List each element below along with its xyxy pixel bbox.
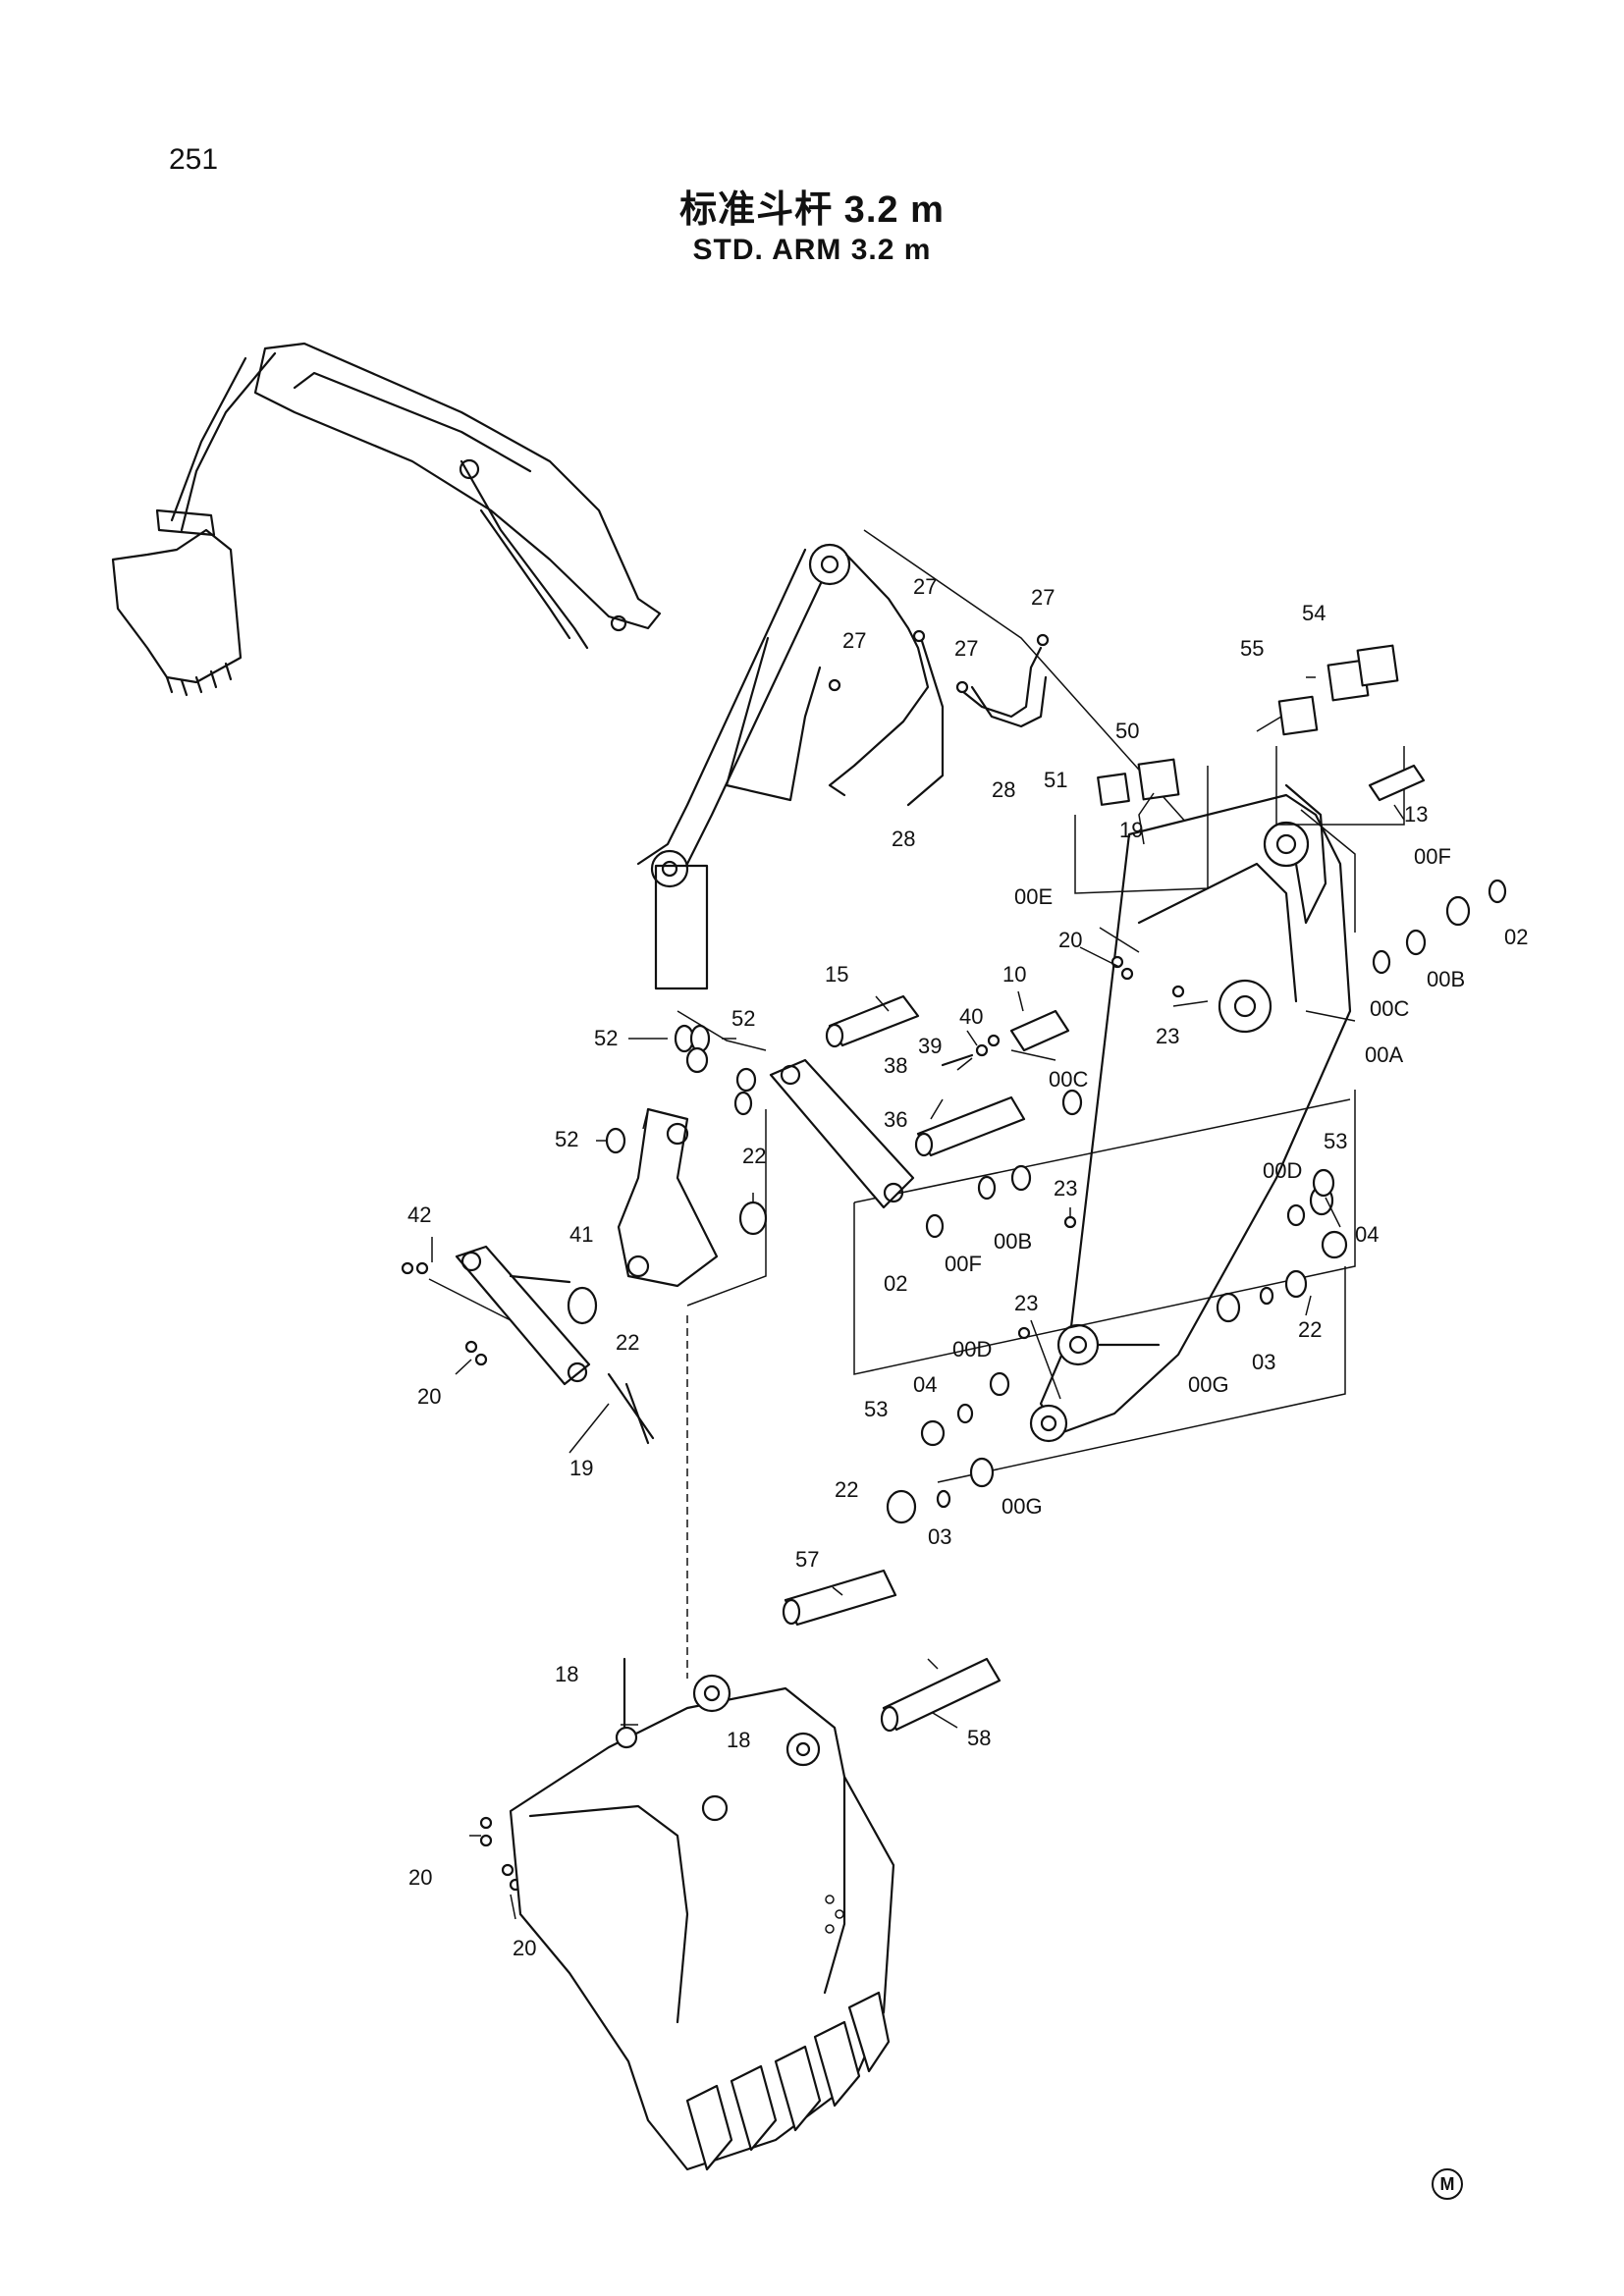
part-label-52: 52 (555, 1127, 578, 1151)
part-label-00D: 00D (952, 1337, 992, 1362)
part-label-51: 51 (1044, 768, 1067, 792)
part-label-28: 28 (992, 777, 1015, 802)
part-label-57: 57 (795, 1547, 819, 1572)
part-label-19: 19 (1119, 818, 1143, 842)
part-label-27: 27 (842, 628, 866, 653)
part-label-23: 23 (1054, 1176, 1077, 1201)
part-label-04: 04 (1355, 1222, 1379, 1247)
part-label-41: 41 (569, 1222, 593, 1247)
part-label-22: 22 (835, 1477, 858, 1502)
part-label-10: 10 (1002, 962, 1026, 987)
part-label-00E: 00E (1014, 884, 1053, 909)
part-label-40: 40 (959, 1004, 983, 1029)
part-label-00B: 00B (1427, 967, 1465, 991)
part-label-00G: 00G (1001, 1494, 1043, 1519)
part-label-20: 20 (1058, 928, 1082, 952)
part-label-00F: 00F (1414, 844, 1451, 869)
part-labels: 27 27 27 27 28 28 54 55 50 51 19 13 00F … (407, 574, 1528, 1960)
part-label-22: 22 (1298, 1317, 1322, 1342)
part-label-27: 27 (1031, 585, 1055, 610)
part-label-00C: 00C (1049, 1067, 1088, 1092)
part-label-18: 18 (555, 1662, 578, 1686)
part-label-52: 52 (594, 1026, 618, 1050)
part-label-13: 13 (1404, 802, 1428, 827)
part-label-36: 36 (884, 1107, 907, 1132)
part-label-20: 20 (408, 1865, 432, 1890)
shim-plates (1097, 644, 1399, 806)
part-label-52: 52 (731, 1006, 755, 1031)
part-label-42: 42 (407, 1202, 431, 1227)
overview-excavator-sketch (111, 342, 662, 697)
bucket (509, 1674, 895, 2171)
links (455, 1058, 915, 1440)
rings-bushings (567, 879, 1507, 1524)
page-number: 251 (169, 143, 219, 176)
part-label-19: 19 (569, 1456, 593, 1480)
part-label-15: 15 (825, 962, 848, 987)
part-label-02: 02 (884, 1271, 907, 1296)
part-label-00A: 00A (1365, 1042, 1403, 1067)
part-label-38: 38 (884, 1053, 907, 1078)
part-label-22: 22 (742, 1144, 766, 1168)
part-label-27: 27 (913, 574, 937, 599)
page-title-chinese: 标准斗杆 3.2 m (679, 189, 945, 231)
part-label-18: 18 (727, 1728, 750, 1752)
part-label-20: 20 (417, 1384, 441, 1409)
part-label-50: 50 (1115, 719, 1139, 743)
main-arm-body (1029, 783, 1352, 1443)
part-label-22: 22 (616, 1330, 639, 1355)
part-label-04: 04 (913, 1372, 937, 1397)
arm-cylinder (636, 543, 851, 990)
part-label-27: 27 (954, 636, 978, 661)
part-label-03: 03 (1252, 1350, 1275, 1374)
part-label-55: 55 (1240, 636, 1264, 661)
part-label-54: 54 (1302, 601, 1326, 625)
part-label-00F: 00F (945, 1252, 982, 1276)
pins (782, 764, 1426, 1733)
part-label-58: 58 (967, 1726, 991, 1750)
part-label-20: 20 (513, 1936, 536, 1960)
part-label-02: 02 (1504, 925, 1528, 949)
hose-assembly (828, 529, 1189, 826)
page-title-english: STD. ARM 3.2 m (692, 234, 932, 266)
guide-frames (677, 746, 1405, 1679)
part-label-28: 28 (892, 827, 915, 851)
part-label-23: 23 (1014, 1291, 1038, 1315)
part-label-53: 53 (1324, 1129, 1347, 1153)
part-label-00B: 00B (994, 1229, 1032, 1254)
leader-lines (428, 676, 1405, 1920)
part-label-00D: 00D (1263, 1158, 1302, 1183)
maker-logo-mark: M (1432, 2168, 1463, 2200)
part-label-53: 53 (864, 1397, 888, 1421)
part-label-00C: 00C (1370, 996, 1409, 1021)
part-label-23: 23 (1156, 1024, 1179, 1048)
part-label-39: 39 (918, 1034, 942, 1058)
part-label-00G: 00G (1188, 1372, 1229, 1397)
part-label-03: 03 (928, 1524, 951, 1549)
